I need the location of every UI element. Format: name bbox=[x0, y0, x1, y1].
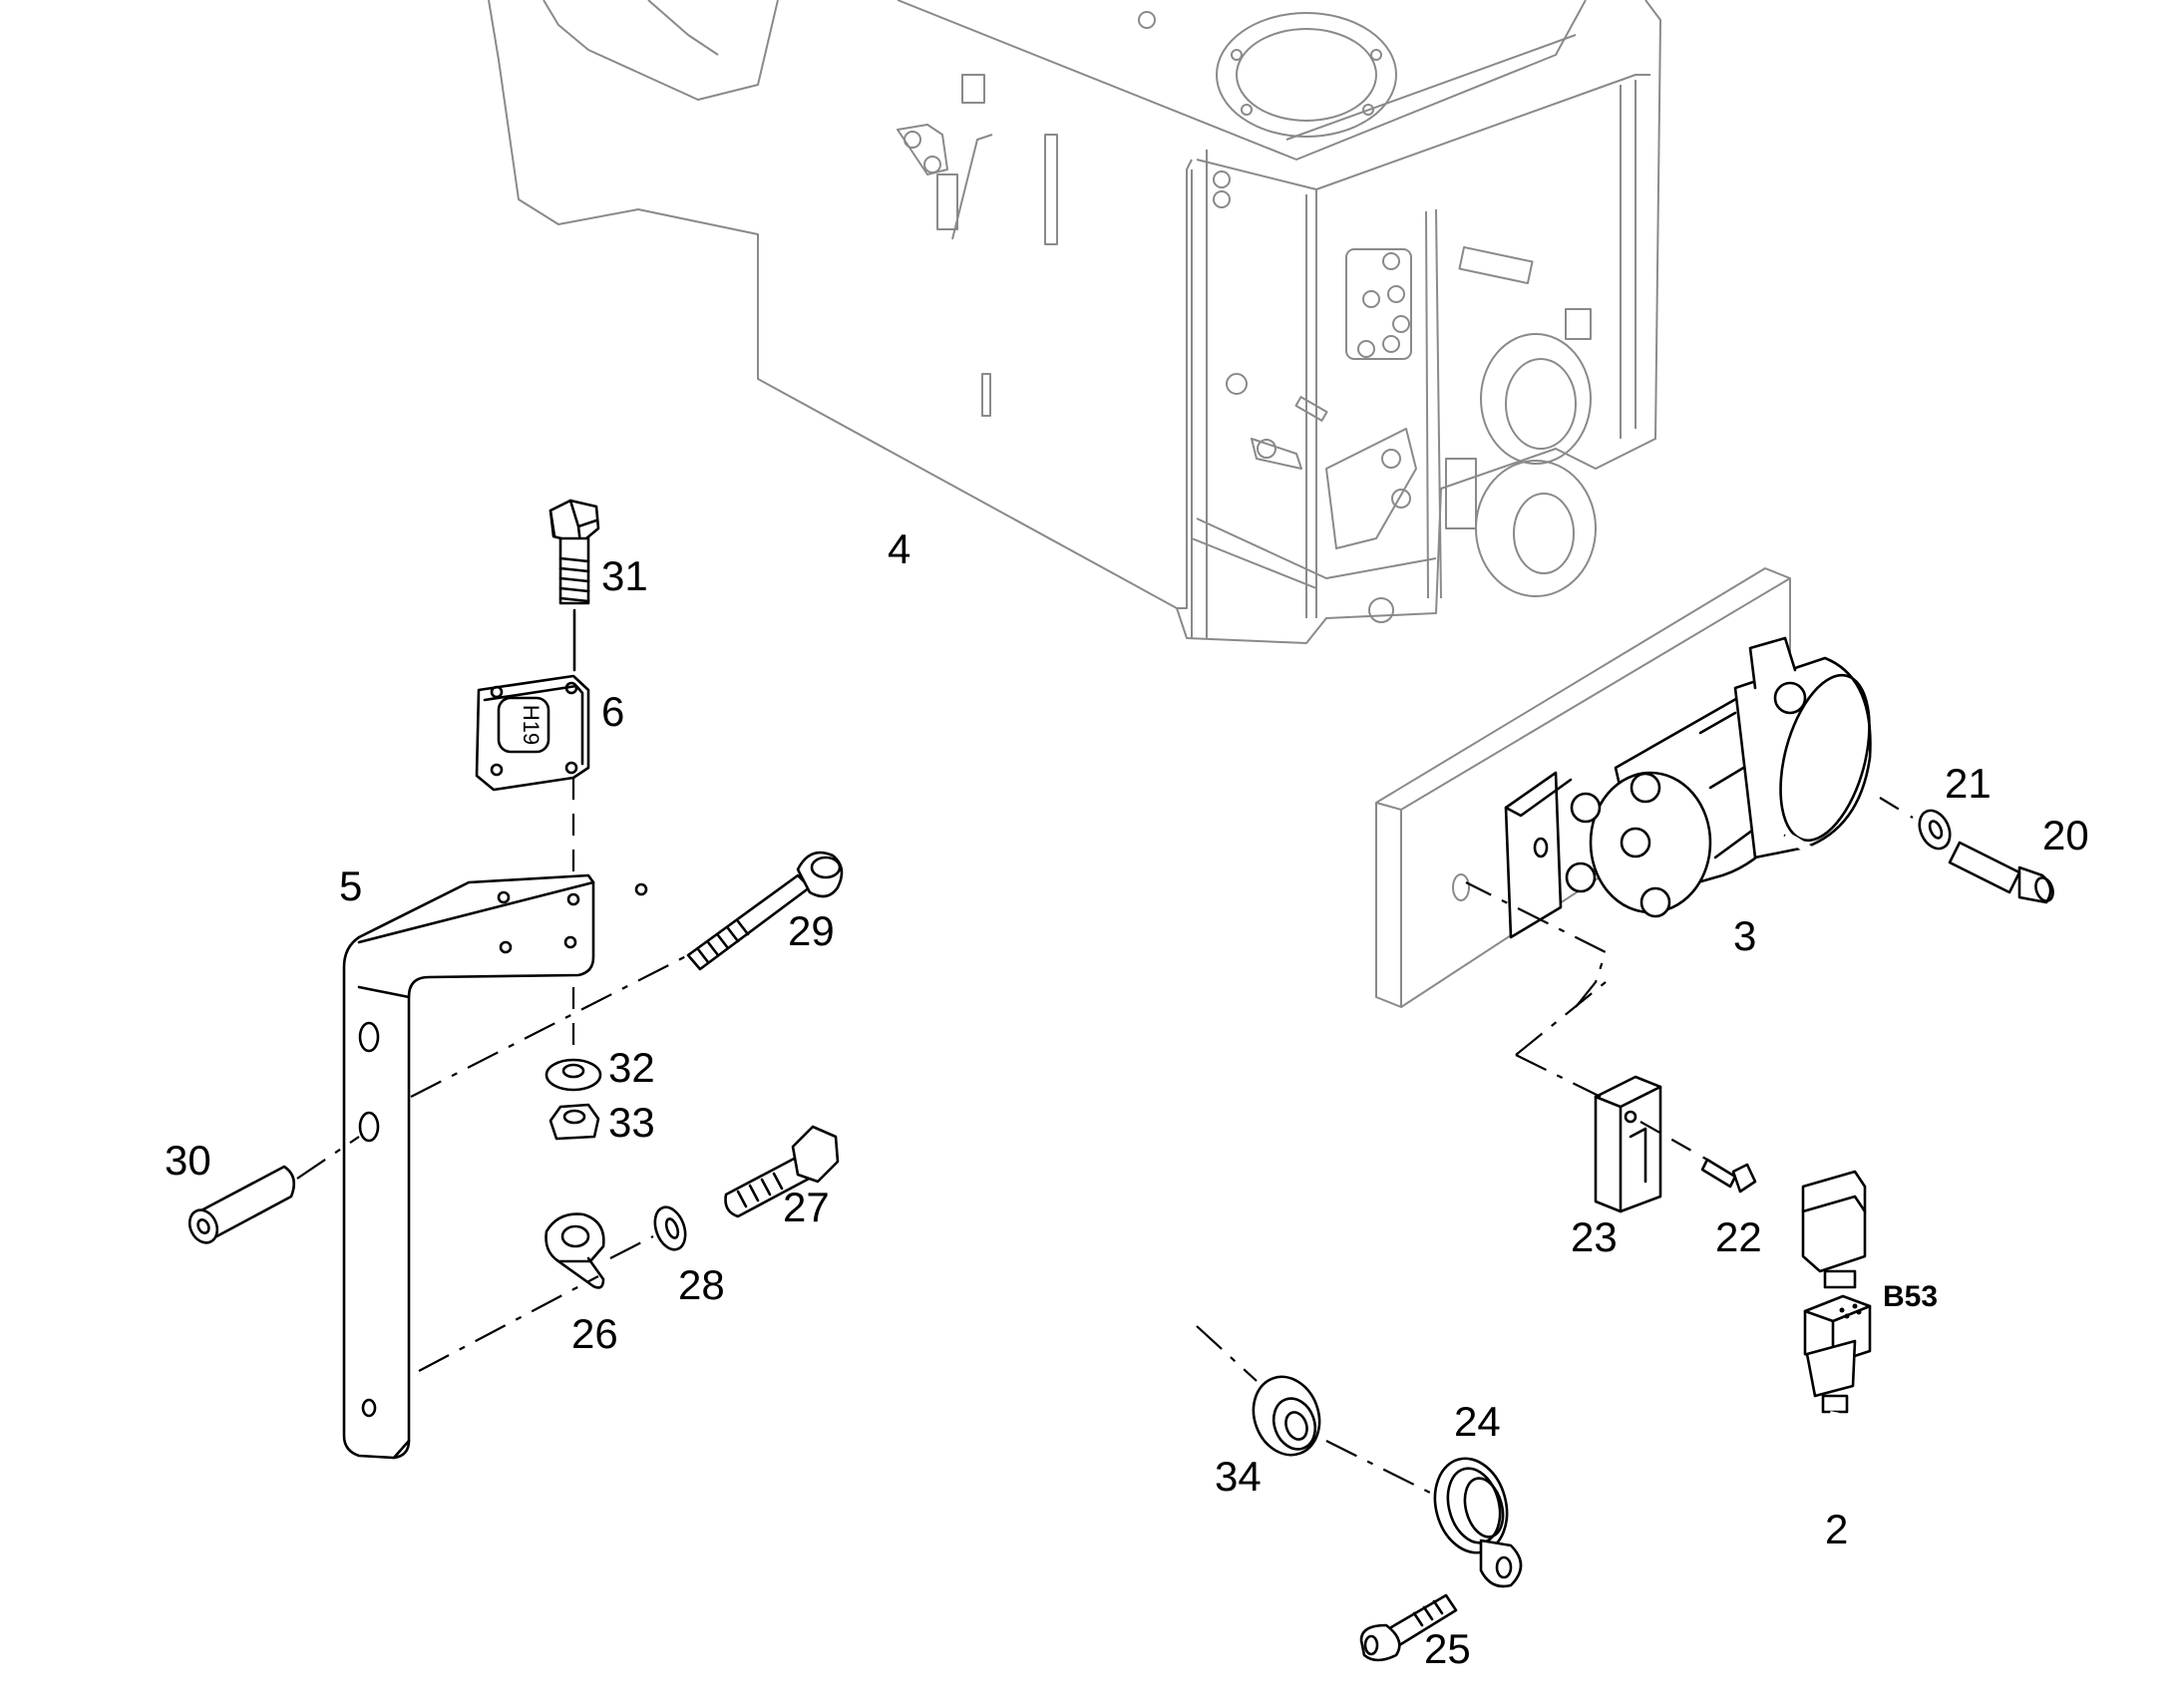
part-label-24: 24 bbox=[1454, 1398, 1501, 1445]
part-label-6: 6 bbox=[601, 688, 624, 735]
machine-frame bbox=[488, 0, 1661, 644]
clip-23 bbox=[1594, 1075, 1662, 1213]
assembly-axis-line bbox=[1515, 1054, 1602, 1098]
part-label-26: 26 bbox=[571, 1310, 618, 1357]
part-label-34: 34 bbox=[1215, 1453, 1262, 1500]
part-label-31: 31 bbox=[601, 552, 648, 599]
part-label-5: 5 bbox=[339, 862, 362, 909]
part-label-30: 30 bbox=[165, 1137, 211, 1184]
assembly-axis-line bbox=[418, 1275, 599, 1372]
assembly-axis-line bbox=[410, 954, 689, 1098]
bolt-29 bbox=[686, 851, 844, 971]
part-label-28: 28 bbox=[678, 1261, 725, 1308]
assembly-axis-line bbox=[609, 1235, 654, 1259]
hex-bolt-31 bbox=[548, 499, 600, 672]
part-label-23: 23 bbox=[1571, 1213, 1618, 1260]
part-label-3: 3 bbox=[1733, 912, 1756, 959]
part-label-22: 22 bbox=[1715, 1213, 1762, 1260]
part-label-4: 4 bbox=[888, 525, 910, 572]
assembly-axis-line bbox=[1879, 797, 1914, 819]
part-label-20: 20 bbox=[2042, 812, 2089, 858]
sensor-3 bbox=[1375, 567, 1875, 1179]
part-label-29: 29 bbox=[788, 907, 835, 954]
part-label-25: 25 bbox=[1424, 1625, 1471, 1672]
washer-28 bbox=[653, 1205, 687, 1251]
part-label-33: 33 bbox=[608, 1099, 655, 1146]
part-label-27: 27 bbox=[783, 1184, 830, 1230]
screw-20 bbox=[1948, 841, 2054, 904]
cable-2 bbox=[1494, 1410, 1840, 1540]
screw-25 bbox=[1359, 1593, 1458, 1662]
assembly-axis-line bbox=[296, 1136, 360, 1180]
washer-32 bbox=[545, 1058, 602, 1092]
connector-b53-upper bbox=[1801, 1170, 1867, 1289]
connector-label-b53: B53 bbox=[1883, 1280, 1938, 1313]
part-label-32: 32 bbox=[608, 1044, 655, 1091]
bracket-5 bbox=[342, 873, 648, 1460]
plate-marking: H19 bbox=[519, 705, 544, 745]
washer-21 bbox=[1918, 809, 1952, 851]
plate-6: H19 bbox=[475, 674, 590, 792]
assembly-axis-line bbox=[1196, 1325, 1437, 1497]
clamp-26 bbox=[545, 1212, 605, 1289]
connector-b53-lower bbox=[1803, 1294, 1872, 1414]
grommet-34 bbox=[1252, 1375, 1321, 1457]
nut-33 bbox=[548, 1103, 600, 1141]
screw-22 bbox=[1700, 1158, 1757, 1194]
part-label-21: 21 bbox=[1945, 760, 1992, 807]
assembly-axis-line bbox=[1639, 1121, 1708, 1161]
assembly-axis-line bbox=[1515, 981, 1607, 1056]
part-label-2: 2 bbox=[1825, 1506, 1848, 1552]
bolt-27 bbox=[724, 1125, 840, 1218]
spacer-tube-30 bbox=[187, 1165, 296, 1244]
assembly-axis-line bbox=[1465, 881, 1608, 1008]
grommet-24 bbox=[1433, 1457, 1523, 1588]
part-number-labels: 4 31 6 5 29 32 33 30 27 28 26 21 20 3 23… bbox=[165, 525, 2089, 1672]
